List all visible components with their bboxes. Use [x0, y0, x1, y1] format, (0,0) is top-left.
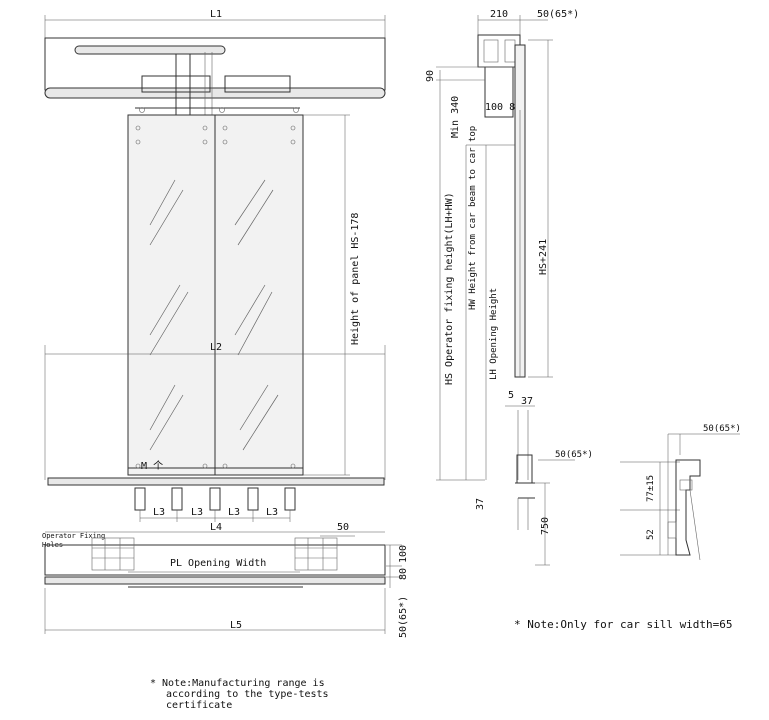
dim-l4-label: L4	[210, 522, 222, 533]
dim-100-label: 100	[398, 545, 409, 563]
plan-view: L4 50 Operator Fixing Holes PL Opening W…	[42, 522, 409, 638]
dim-min340-label: Min 340	[450, 96, 461, 138]
dim-50-65-top: 50(65*)	[537, 9, 579, 20]
dim-50-label: 50	[337, 522, 349, 533]
panel-height-label: Height of panel HS-178	[350, 213, 361, 345]
door-shoe-3	[209, 487, 221, 511]
dim-50-65-plan: 50(65*)	[398, 596, 409, 638]
side-view: 210 50(65*) 90 Min 340 100 80 HS+241 HS …	[425, 9, 593, 566]
front-view: L1	[44, 9, 386, 522]
hs241-label: HS+241	[538, 239, 549, 275]
dim-l5-label: L5	[230, 620, 242, 631]
upper-guide-rod	[74, 45, 226, 55]
side-sill	[516, 454, 533, 484]
plan-sill	[44, 576, 386, 585]
dim-l3-4: L3	[266, 507, 278, 518]
dim-80-label: 80	[398, 568, 409, 580]
mfg-note-line-3: certificate	[166, 700, 232, 711]
hanger-right	[224, 75, 291, 93]
opening-width-label: PL Opening Width	[170, 558, 266, 569]
door-panel-left	[127, 114, 216, 476]
dim-l3-2: L3	[191, 507, 203, 518]
sill-detail-view: 50(65*) 77±15 52	[620, 424, 741, 561]
lh-label: LH Opening Height	[489, 288, 499, 380]
door-shoe-4	[247, 487, 259, 511]
hw-label: HW Height from car beam to car top	[468, 126, 478, 310]
door-shoe-5	[284, 487, 296, 511]
sill-profile	[675, 459, 701, 556]
detail-dim-77: 77±15	[646, 475, 656, 502]
dim-5-label: 5	[508, 390, 514, 401]
door-sill	[47, 477, 385, 486]
fixing-holes-label-1: Operator Fixing	[42, 532, 105, 540]
fixing-holes-right	[294, 537, 338, 571]
hs-label: HS Operator fixing height(LH+HW)	[444, 192, 455, 385]
door-shoe-2	[171, 487, 183, 511]
dim-210-label: 210	[490, 9, 508, 20]
detail-dim-50-65: 50(65*)	[703, 424, 741, 434]
sill-width-note: * Note:Only for car sill width=65	[514, 618, 733, 631]
dim-l2-label: L2	[210, 342, 222, 353]
mfg-note-line-2: according to the type-tests	[166, 689, 329, 700]
plan-outline	[44, 544, 386, 576]
fixing-holes-left	[91, 537, 135, 571]
motor-label: M 个	[141, 460, 163, 472]
dim-50-65-mid: 50(65*)	[555, 450, 593, 460]
dim-l1-label: L1	[210, 9, 222, 20]
dim-90-label: 90	[425, 70, 436, 82]
dim-37-top-label: 37	[521, 396, 533, 407]
dim-37-bottom: 37	[475, 498, 486, 510]
dim-100-80-label: 100 80	[485, 102, 521, 113]
dim-l3-1: L3	[153, 507, 165, 518]
door-shoe-1	[134, 487, 146, 511]
lower-rail	[44, 87, 386, 99]
mfg-note-line-1: * Note:Manufacturing range is	[150, 678, 325, 689]
dim-750-label: 750	[540, 517, 551, 535]
detail-dim-52: 52	[646, 529, 656, 540]
dim-l3-3: L3	[228, 507, 240, 518]
